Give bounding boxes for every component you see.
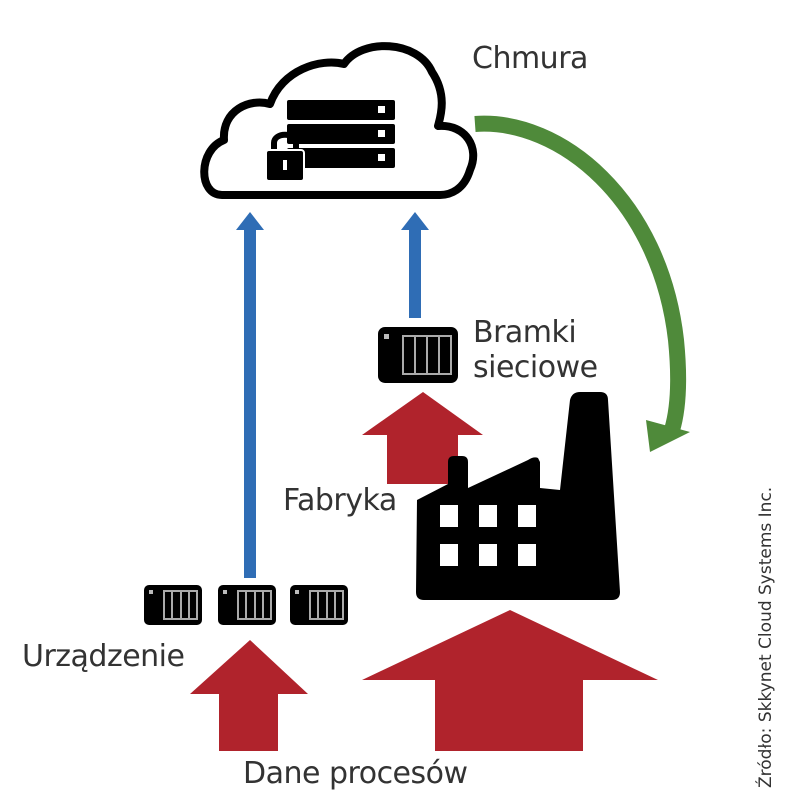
process-data-to-device-arrow (190, 640, 308, 751)
process-data-to-factory-arrow (362, 610, 658, 751)
cloud-to-factory-arrow (474, 115, 690, 452)
device-icon (290, 585, 348, 625)
padlock-icon (265, 131, 305, 182)
device-to-cloud-arrow (236, 212, 264, 578)
gateway-label: Bramki sieciowe (473, 315, 598, 385)
cloud-icon (200, 42, 478, 199)
device-label: Urządzenie (22, 639, 185, 674)
device-icon (218, 585, 276, 625)
gateway-device-icon (378, 327, 458, 383)
process-data-label: Dane procesów (243, 756, 468, 791)
factory-label: Fabryka (283, 483, 397, 518)
cloud-label: Chmura (472, 41, 588, 76)
gateway-label-line1: Bramki (473, 315, 577, 350)
factory-icon (416, 392, 620, 600)
server-stack-icon (287, 100, 395, 168)
device-icon (144, 585, 202, 625)
source-credit: Źródło: Skkynet Cloud Systems Inc. (756, 486, 776, 788)
gateway-to-cloud-arrow (401, 212, 429, 318)
gateway-label-line2: sieciowe (473, 349, 598, 385)
